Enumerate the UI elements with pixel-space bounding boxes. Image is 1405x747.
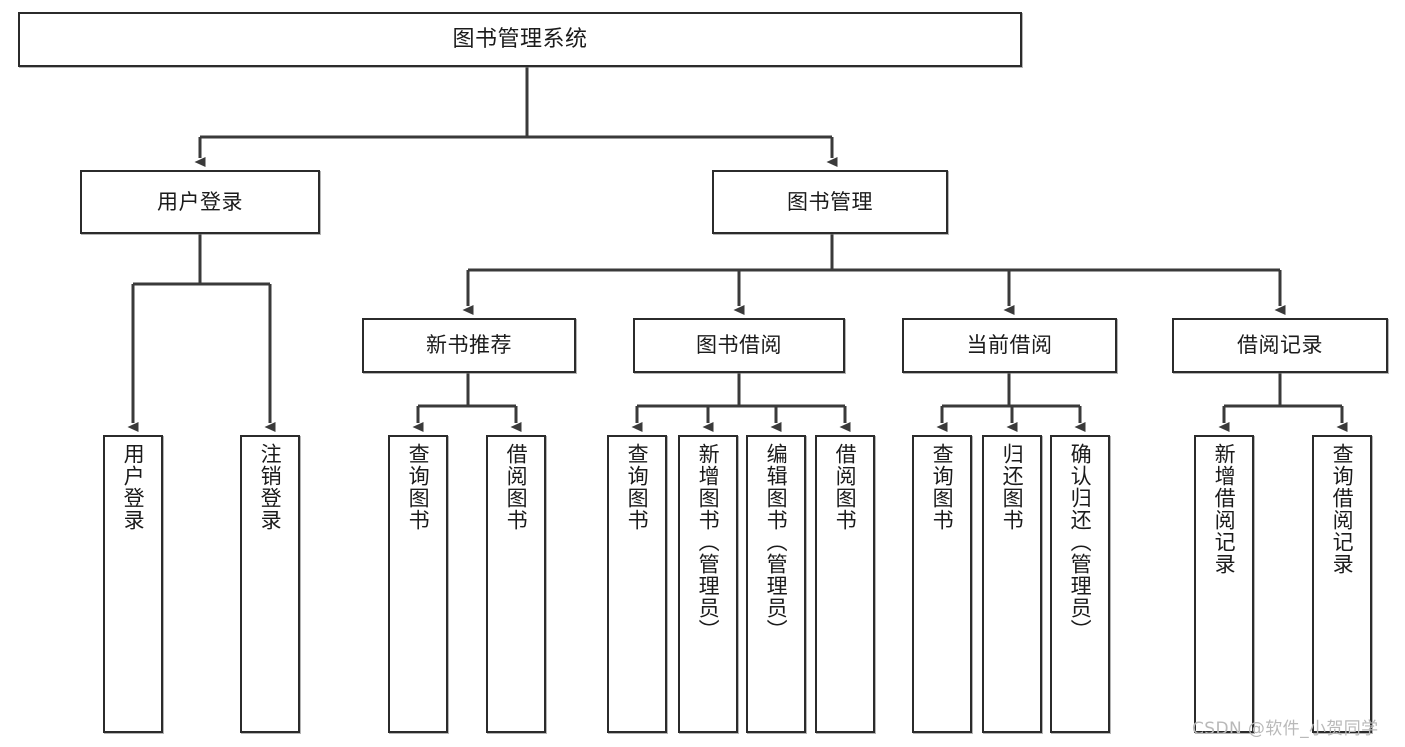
node-leaf-return-book[interactable]: 归还图书 bbox=[982, 435, 1042, 733]
node-leaf-add-book[interactable]: 新增图书（管理员） bbox=[678, 435, 738, 733]
node-borrow-record[interactable]: 借阅记录 bbox=[1172, 318, 1388, 373]
node-user-login[interactable]: 用户登录 bbox=[80, 170, 320, 234]
node-leaf-query-book-1[interactable]: 查询图书 bbox=[388, 435, 448, 733]
node-root[interactable]: 图书管理系统 bbox=[18, 12, 1022, 67]
node-leaf-logout[interactable]: 注销登录 bbox=[240, 435, 300, 733]
watermark: CSDN @软件_小贺同学 bbox=[1192, 719, 1379, 739]
node-root-label: 图书管理系统 bbox=[452, 26, 588, 52]
node-book-manage[interactable]: 图书管理 bbox=[712, 170, 948, 234]
node-leaf-edit-book-label: 编辑图书（管理员） bbox=[764, 443, 789, 641]
node-leaf-query-record-label: 查询借阅记录 bbox=[1330, 443, 1355, 575]
node-book-borrow[interactable]: 图书借阅 bbox=[633, 318, 845, 373]
node-current-borrow[interactable]: 当前借阅 bbox=[902, 318, 1117, 373]
node-leaf-query-book-3[interactable]: 查询图书 bbox=[912, 435, 972, 733]
node-leaf-edit-book[interactable]: 编辑图书（管理员） bbox=[746, 435, 806, 733]
node-leaf-return-book-label: 归还图书 bbox=[1000, 443, 1025, 531]
node-leaf-user-login[interactable]: 用户登录 bbox=[103, 435, 163, 733]
node-new-book-recommend[interactable]: 新书推荐 bbox=[362, 318, 576, 373]
node-leaf-borrow-book-1-label: 借阅图书 bbox=[504, 443, 529, 531]
node-leaf-query-record[interactable]: 查询借阅记录 bbox=[1312, 435, 1372, 733]
node-leaf-confirm-return[interactable]: 确认归还（管理员） bbox=[1050, 435, 1110, 733]
node-leaf-add-record[interactable]: 新增借阅记录 bbox=[1194, 435, 1254, 733]
node-leaf-logout-label: 注销登录 bbox=[258, 443, 283, 531]
node-leaf-borrow-book-2[interactable]: 借阅图书 bbox=[815, 435, 875, 733]
node-leaf-add-record-label: 新增借阅记录 bbox=[1212, 443, 1237, 575]
node-leaf-query-book-2-label: 查询图书 bbox=[625, 443, 650, 531]
node-leaf-add-book-label: 新增图书（管理员） bbox=[696, 443, 721, 641]
node-new-book-recommend-label: 新书推荐 bbox=[426, 333, 512, 358]
node-book-borrow-label: 图书借阅 bbox=[696, 333, 782, 358]
node-book-manage-label: 图书管理 bbox=[787, 189, 873, 214]
node-current-borrow-label: 当前借阅 bbox=[966, 333, 1053, 358]
node-leaf-borrow-book-1[interactable]: 借阅图书 bbox=[486, 435, 546, 733]
node-leaf-borrow-book-2-label: 借阅图书 bbox=[833, 443, 858, 531]
node-leaf-query-book-3-label: 查询图书 bbox=[930, 443, 955, 531]
node-leaf-query-book-2[interactable]: 查询图书 bbox=[607, 435, 667, 733]
node-leaf-confirm-return-label: 确认归还（管理员） bbox=[1068, 443, 1093, 641]
node-borrow-record-label: 借阅记录 bbox=[1237, 333, 1323, 358]
node-user-login-label: 用户登录 bbox=[157, 189, 243, 214]
node-leaf-user-login-label: 用户登录 bbox=[121, 443, 146, 531]
node-leaf-query-book-1-label: 查询图书 bbox=[406, 443, 431, 531]
